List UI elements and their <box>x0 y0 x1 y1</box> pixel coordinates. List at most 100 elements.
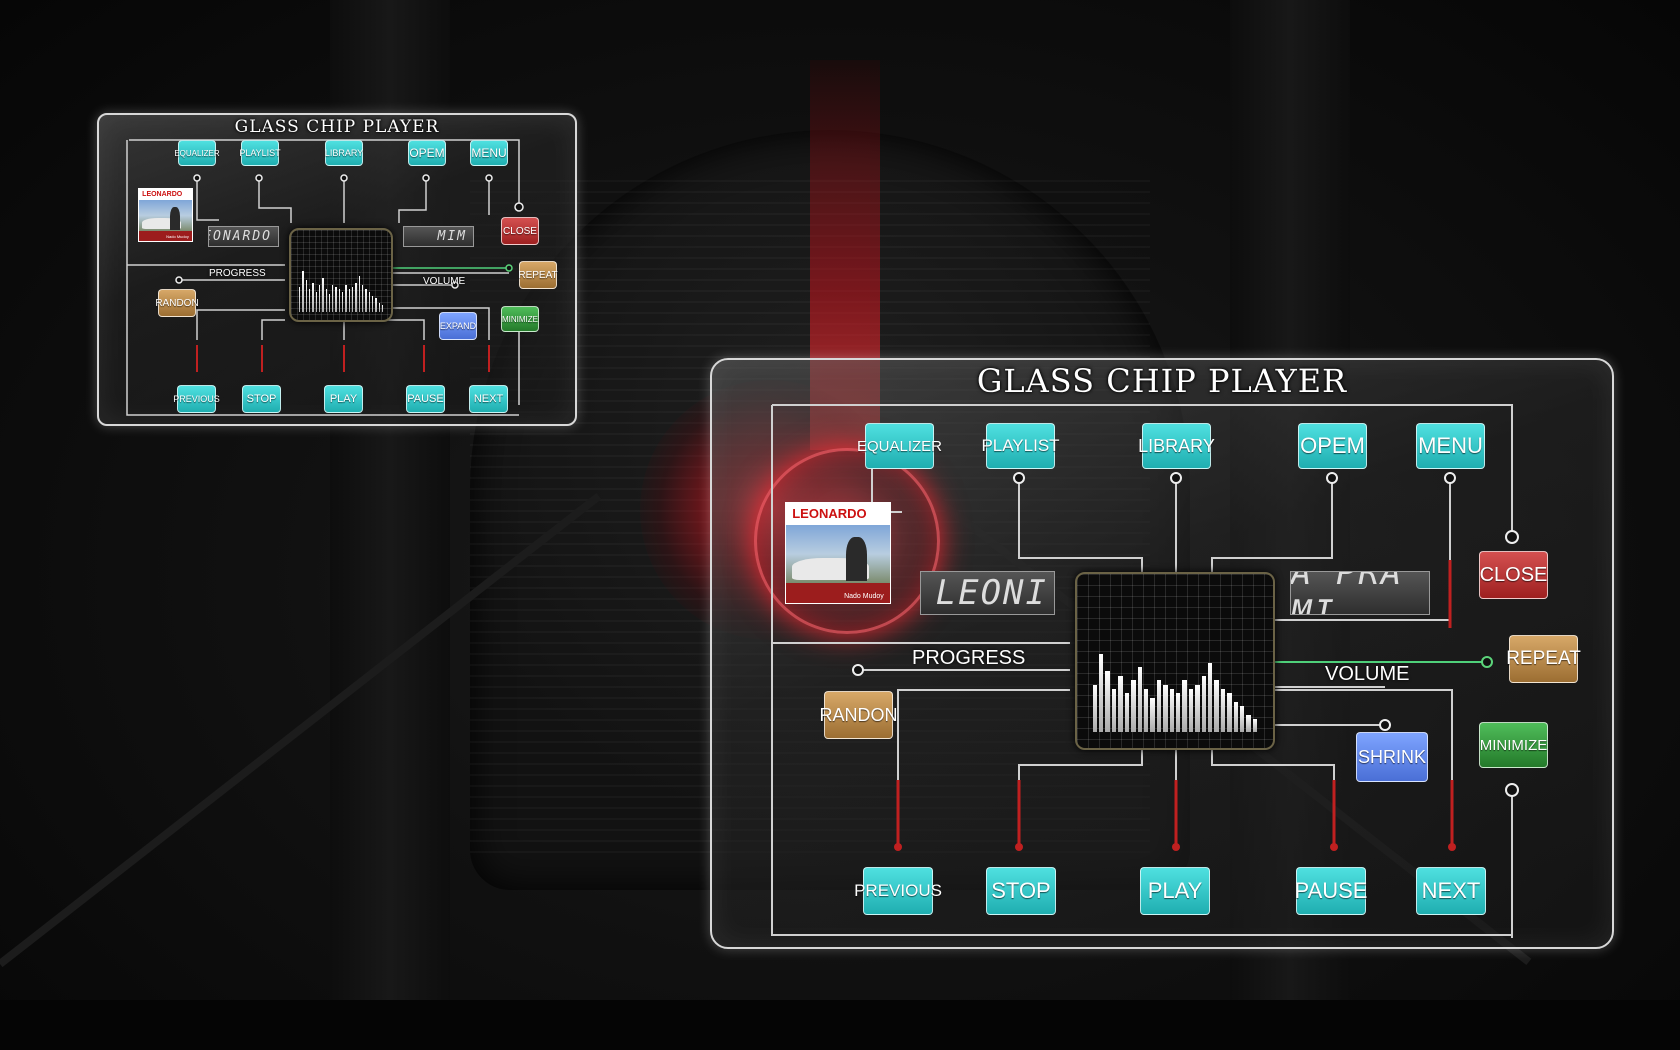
wallpaper-floor <box>0 1000 1680 1050</box>
spectrum-bar <box>1233 701 1239 733</box>
spectrum-bar <box>328 293 331 312</box>
spectrum-bar <box>332 284 334 312</box>
album-artist: Nado Mudoy <box>844 593 884 600</box>
spectrum-bar <box>378 302 380 312</box>
next-button[interactable]: NEXT <box>469 385 508 413</box>
circuit-wires <box>771 404 1519 938</box>
spectrum-bar <box>1137 667 1142 733</box>
library-button[interactable]: LIBRARY <box>325 140 363 166</box>
previous-button[interactable]: PREVIOUS <box>854 867 942 915</box>
previous-button[interactable]: PREVIOUS <box>173 385 220 413</box>
progress-label: PROGRESS <box>209 268 266 279</box>
spectrum-bar <box>375 298 377 312</box>
spectrum-bar <box>1156 680 1162 733</box>
spectrum-visualizer <box>1075 572 1275 750</box>
expand-button[interactable]: EXPAND <box>439 312 477 340</box>
spectrum-bar <box>1188 688 1194 733</box>
library-button[interactable]: LIBRARY <box>1138 423 1215 469</box>
spectrum-bar <box>371 296 374 312</box>
spectrum-bar <box>1220 688 1226 733</box>
spectrum-bar <box>1195 684 1200 733</box>
play-button[interactable]: PLAY <box>324 385 363 413</box>
spectrum-bar <box>1252 719 1258 733</box>
spectrum-bar <box>368 291 370 312</box>
spectrum-bar <box>302 271 304 312</box>
pause-button[interactable]: PAUSE <box>406 385 445 413</box>
spectrum-bar <box>345 284 347 312</box>
spectrum-bar <box>1118 675 1123 733</box>
spectrum-bar <box>308 289 311 312</box>
album-name: LEONARDO <box>142 190 183 198</box>
album-art: LEONARDO Nado Mudoy <box>138 188 193 242</box>
spectrum-bar <box>1214 680 1219 733</box>
album-artist: Nado Mudoy <box>166 234 189 240</box>
spectrum-bar <box>315 291 317 312</box>
random-button[interactable]: RANDON <box>155 289 199 317</box>
spectrum-bar <box>312 282 314 312</box>
spectrum-bar <box>342 291 344 312</box>
next-button[interactable]: NEXT <box>1416 867 1486 915</box>
spectrum-bar <box>1227 693 1232 733</box>
open-button[interactable]: OPEM <box>408 140 446 166</box>
spectrum-bar <box>1150 697 1155 733</box>
stop-button[interactable]: STOP <box>242 385 281 413</box>
spectrum-bar <box>1182 680 1187 733</box>
spectrum-bar <box>1105 671 1110 733</box>
spectrum-bar <box>335 287 337 312</box>
menu-button[interactable]: MENU <box>470 140 508 166</box>
minimize-button[interactable]: MINIMIZE <box>501 306 539 332</box>
spectrum-bar <box>1124 693 1130 733</box>
small-player-window[interactable]: GLASS CHIP PLAYER <box>97 113 577 426</box>
close-button[interactable]: CLOSE <box>501 217 539 245</box>
large-player-window[interactable]: GLASS CHIP PLAYER <box>710 358 1614 949</box>
album-name: LEONARDO <box>792 506 867 521</box>
track-info-display: MIM <box>403 226 474 247</box>
spectrum-bar <box>1163 684 1168 733</box>
player-title: GLASS CHIP PLAYER <box>976 362 1348 400</box>
spectrum-visualizer <box>289 228 393 322</box>
spectrum-bar <box>322 278 324 312</box>
spectrum-bar <box>305 280 307 312</box>
spectrum-bar <box>381 305 384 312</box>
spectrum-bar <box>1092 684 1098 733</box>
spectrum-bar <box>299 287 301 312</box>
shrink-button[interactable]: SHRINK <box>1356 732 1428 782</box>
spectrum-bar <box>1099 654 1104 733</box>
stop-button[interactable]: STOP <box>986 867 1056 915</box>
spectrum-bar <box>1246 714 1251 733</box>
spectrum-bar <box>1169 688 1174 733</box>
spectrum-bar <box>325 289 327 312</box>
spectrum-bar <box>1207 662 1213 733</box>
spectrum-bar <box>358 275 360 312</box>
random-button[interactable]: RANDON <box>820 691 898 739</box>
spectrum-bar <box>352 287 354 312</box>
minimize-button[interactable]: MINIMIZE <box>1479 722 1548 768</box>
volume-label: VOLUME <box>1325 663 1410 685</box>
repeat-button[interactable]: REPEAT <box>1506 635 1581 683</box>
spectrum-bar <box>365 289 367 312</box>
spectrum-bar <box>361 284 364 312</box>
playlist-button[interactable]: PLAYLIST <box>981 423 1060 469</box>
close-button[interactable]: CLOSE <box>1479 551 1548 599</box>
open-button[interactable]: OPEM <box>1298 423 1367 469</box>
playlist-button[interactable]: PLAYLIST <box>239 140 281 166</box>
play-button[interactable]: PLAY <box>1140 867 1210 915</box>
spectrum-bar <box>355 282 357 312</box>
menu-button[interactable]: MENU <box>1416 423 1485 469</box>
spectrum-bar <box>338 289 341 312</box>
spectrum-bar <box>1131 680 1136 733</box>
track-info-display: A PRA MI <box>1290 571 1430 615</box>
spectrum-bar <box>348 289 350 312</box>
spectrum-bar <box>1240 706 1245 733</box>
album-art: LEONARDO Nado Mudoy <box>785 502 891 604</box>
equalizer-button[interactable]: EQUALIZER <box>174 140 220 166</box>
track-title-display: LEONARDO <box>208 226 279 247</box>
volume-label: VOLUME <box>423 276 466 287</box>
equalizer-button[interactable]: EQUALIZER <box>857 423 942 469</box>
repeat-button[interactable]: REPEAT <box>518 261 558 289</box>
pause-button[interactable]: PAUSE <box>1295 867 1367 915</box>
spectrum-bars <box>1092 645 1258 733</box>
spectrum-bar <box>318 284 321 312</box>
spectrum-bar <box>1111 688 1117 733</box>
progress-label: PROGRESS <box>912 647 1026 669</box>
